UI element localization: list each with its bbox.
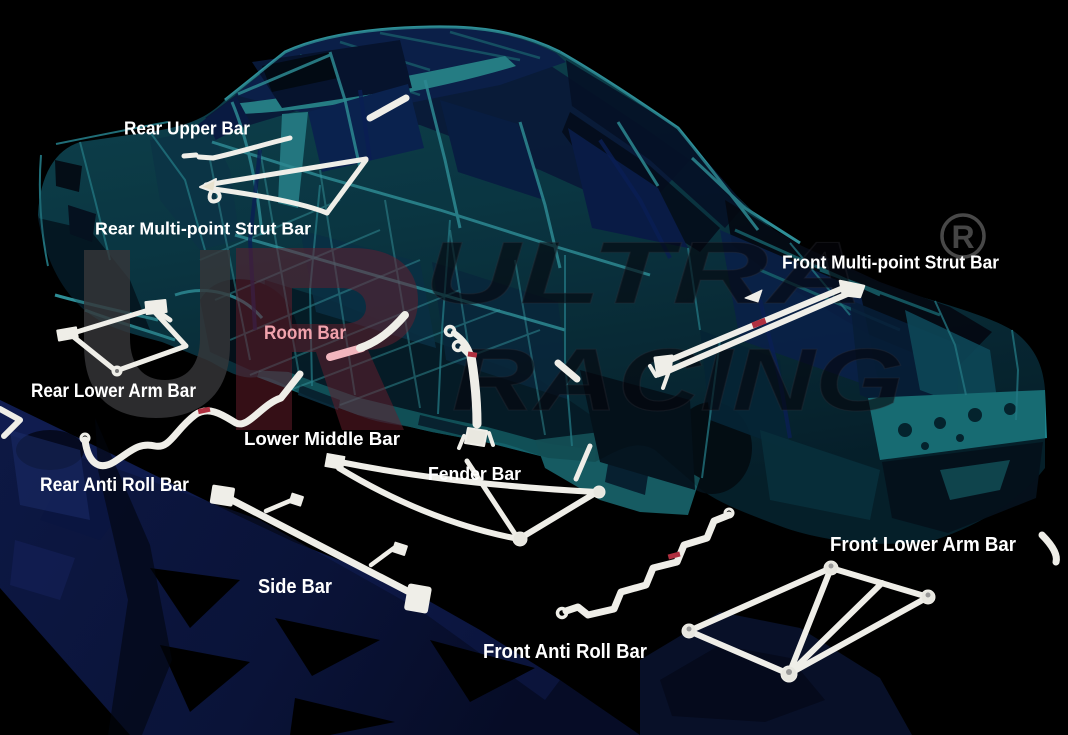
svg-text:R: R [951,219,974,255]
svg-text:Rear Multi-point Strut Bar: Rear Multi-point Strut Bar [95,219,311,239]
svg-text:RACING: RACING [452,330,904,429]
svg-text:Rear Upper Bar: Rear Upper Bar [124,118,250,139]
svg-text:Front Lower Arm Bar: Front Lower Arm Bar [830,534,1016,556]
svg-text:Lower Middle Bar: Lower Middle Bar [244,428,400,449]
svg-text:Rear Anti Roll Bar: Rear Anti Roll Bar [40,475,190,496]
svg-text:Room Bar: Room Bar [264,323,347,344]
svg-text:Front Anti Roll Bar: Front Anti Roll Bar [483,641,647,663]
svg-text:Fender Bar: Fender Bar [428,463,521,484]
svg-text:Side Bar: Side Bar [258,576,332,598]
svg-text:Front Multi-point Strut Bar: Front Multi-point Strut Bar [782,253,999,273]
svg-text:ULTRA: ULTRA [424,223,864,322]
svg-text:Rear Lower Arm Bar: Rear Lower Arm Bar [31,381,197,402]
